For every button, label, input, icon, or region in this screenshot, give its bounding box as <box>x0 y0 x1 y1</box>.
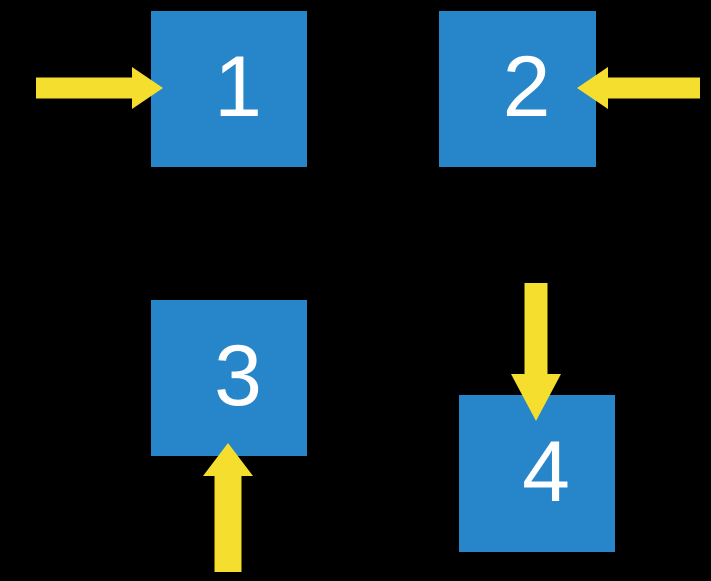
node-label-3: 3 <box>214 328 262 424</box>
node-label-4: 4 <box>522 423 570 520</box>
arrow-up-into-node-3 <box>203 443 253 572</box>
node-box-2[interactable]: 2 <box>439 11 596 167</box>
node-label-1: 1 <box>214 39 262 135</box>
arrow-left-icon <box>577 67 700 109</box>
node-label-2: 2 <box>502 39 551 135</box>
arrow-up-icon <box>203 443 253 572</box>
arrow-down-icon <box>511 283 561 421</box>
arrow-down-into-node-4 <box>511 283 561 421</box>
arrow-right-into-node-1 <box>36 67 163 109</box>
node-box-3[interactable]: 3 <box>151 300 307 456</box>
node-box-4[interactable]: 4 <box>459 395 615 552</box>
arrow-left-into-node-2 <box>577 67 700 109</box>
node-box-1[interactable]: 1 <box>151 11 307 167</box>
arrow-right-icon <box>36 67 163 109</box>
